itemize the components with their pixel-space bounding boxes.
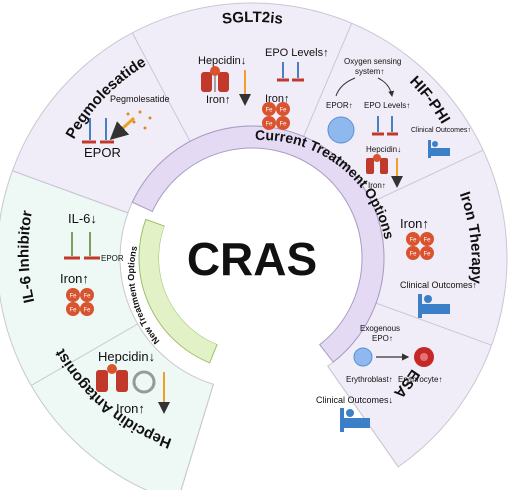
drug-particles-icon <box>126 110 152 130</box>
esa-content: Exogenous EPO↑ Erythroblast↑ Erythrocyte… <box>316 324 442 432</box>
epo-receptor-icon <box>372 116 398 136</box>
esa-clinical-outcomes-label: Clinical Outcomes↓ <box>316 395 393 405</box>
fe-label: Fe <box>409 252 417 258</box>
esa-erythrocyte-label: Erythrocyte↑ <box>398 375 442 384</box>
il6-label: IL-6↓ <box>68 211 97 226</box>
il6-iron-label: Iron↑ <box>60 271 89 286</box>
iron-ball-icon <box>262 116 276 130</box>
hif-epor-label: EPOR↑ <box>326 101 353 110</box>
hif-oxygen-sensing-label: Oxygen sensing <box>344 57 401 66</box>
fe-label: Fe <box>279 122 287 128</box>
hif-system-label: system↑ <box>355 67 384 76</box>
fe-label: Fe <box>83 294 91 300</box>
iron-ball-icon <box>66 288 80 302</box>
fe-label: Fe <box>409 238 417 244</box>
iron-ball-icon <box>66 302 80 316</box>
erythrocyte-center-icon <box>420 353 428 361</box>
sglt2is-epo-levels-label: EPO Levels↑ <box>265 47 329 59</box>
receptor-icon <box>201 66 229 92</box>
hif-hepcidin-label: Hepcidin↓ <box>366 145 401 154</box>
sglt2is-hepcidin-label: Hepcidin↓ <box>198 55 246 67</box>
sector-divider <box>131 32 191 142</box>
esa-erythroblast-label: Erythroblast↑ <box>346 375 393 384</box>
il6-inhibitor-title: IL-6 Inhibitor <box>15 209 38 304</box>
erythroblast-icon <box>353 347 373 367</box>
pegmolesatide-drug-label: Pegmolesatide <box>110 94 170 104</box>
iron-ball-icon <box>80 302 94 316</box>
iron-ball-icon <box>276 102 290 116</box>
hepcidin-antagonist-hepcidin-label: Hepcidin↓ <box>98 349 155 364</box>
patient-bed-icon <box>418 294 450 318</box>
fe-label: Fe <box>69 294 77 300</box>
hif-iron-label: Iron↑ <box>368 181 386 190</box>
iron-ball-icon <box>420 246 434 260</box>
sector-divider <box>371 149 484 203</box>
sector-divider <box>327 365 399 468</box>
iron-ball-icon <box>262 102 276 116</box>
center-circle <box>159 165 345 351</box>
pegmolesatide-content: Pegmolesatide EPOR <box>82 94 170 160</box>
hif-phi-content: Oxygen sensing system↑ EPOR↑ EPO Levels↑… <box>326 57 471 190</box>
il6-epor-label: EPOR <box>101 254 124 263</box>
esa-epo-label: EPO↑ <box>372 334 393 343</box>
sglt2is-title: SGLT2is <box>221 9 284 28</box>
epo-receptor-icon <box>277 62 304 82</box>
iron-therapy-clinical-outcomes-label: Clinical Outcomes↑ <box>400 280 477 290</box>
receptor-icon <box>366 154 388 174</box>
blue-cell-icon <box>327 116 355 144</box>
sector-dividers <box>12 23 492 490</box>
hepcidin-antagonist-iron-label: Iron↑ <box>116 401 145 416</box>
iron-ball-icon <box>406 246 420 260</box>
patient-bed-icon <box>340 408 370 432</box>
sector-divider <box>303 23 353 137</box>
iron-ball-icon <box>406 232 420 246</box>
iron-ball-icon <box>80 288 94 302</box>
epor-receptor-icon <box>82 118 114 144</box>
fe-label: Fe <box>423 238 431 244</box>
iron-ball-icon <box>276 116 290 130</box>
sglt2is-iron-label-2: Iron↑ <box>265 93 289 105</box>
fe-label: Fe <box>69 308 77 314</box>
il6-receptor-icon <box>64 232 100 260</box>
fe-label: Fe <box>279 108 287 114</box>
binding-arrow-icon <box>109 116 136 141</box>
center-title: CRAS <box>187 233 317 285</box>
fe-label: Fe <box>83 308 91 314</box>
receptor-icon <box>96 364 156 394</box>
pegmolesatide-epor-label: EPOR <box>84 145 121 160</box>
iron-ball-icon <box>420 232 434 246</box>
hif-epo-levels-label: EPO Levels↑ <box>364 101 410 110</box>
sglt2is-iron-label: Iron↑ <box>206 94 230 106</box>
fe-label: Fe <box>265 108 273 114</box>
patient-bed-icon <box>428 140 450 158</box>
sector-divider <box>375 302 492 346</box>
iron-therapy-iron-label: Iron↑ <box>400 216 429 231</box>
current-treatment-ring <box>131 125 385 363</box>
esa-exogenous-label: Exogenous <box>360 324 400 333</box>
sector-divider <box>30 323 138 386</box>
branch-arrows-icon <box>335 77 392 96</box>
sector-divider <box>12 170 129 214</box>
hif-clinical-outcomes-label: Clinical Outcomes↑ <box>411 127 471 134</box>
fe-label: Fe <box>265 122 273 128</box>
sector-divider <box>180 384 214 490</box>
hepcidin-antagonist-content: Hepcidin↓ Iron↑ <box>96 349 170 416</box>
fe-label: Fe <box>423 252 431 258</box>
